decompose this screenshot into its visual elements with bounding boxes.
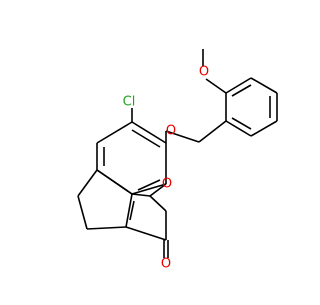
carbonyl-oxygen-label: O [161,257,171,272]
bond [137,179,161,191]
bond [131,121,167,144]
bond [129,200,135,221]
bond [225,120,252,137]
chlorine-label: Cl [123,95,136,110]
methoxy-oxygen-label: O [199,65,209,80]
bond [250,77,278,94]
ring-oxygen-label: O [162,177,172,192]
ether-oxygen-label: O [166,124,176,139]
bond [131,183,167,195]
bond [250,120,278,137]
bond [86,226,127,230]
bond [131,129,161,148]
bond [231,84,252,97]
bond [96,169,133,195]
bond [77,195,88,230]
bond [205,78,227,94]
bond [77,169,98,197]
bond [131,193,151,197]
bond [198,120,227,143]
bond [225,77,252,94]
bond [149,195,167,212]
bond [165,130,200,143]
structure-canvas: Cl O O O O [77,49,278,272]
bond [96,121,133,144]
bond [149,183,167,197]
bond [125,226,167,241]
bond [125,193,133,228]
molecule-structure: Cl O O O O [77,49,278,272]
bond [231,117,252,130]
